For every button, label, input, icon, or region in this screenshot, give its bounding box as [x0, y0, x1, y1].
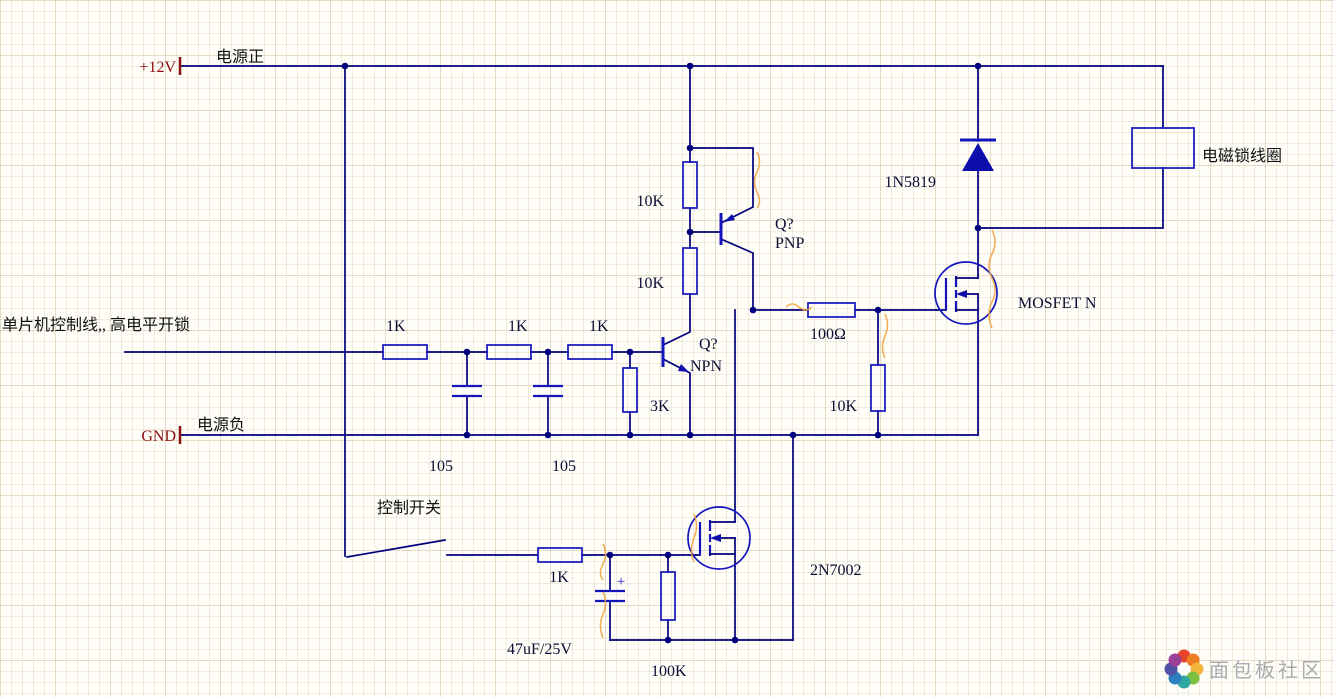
label-r-gate: 100Ω [810, 326, 846, 343]
npn-emitter-wire [661, 357, 691, 436]
label-r-bias-upper: 10K [636, 193, 664, 210]
capacitor-c-timer [595, 589, 625, 603]
label-mosfet-main: MOSFET N [1018, 295, 1097, 312]
vcc-net-label: 电源正 [216, 48, 264, 66]
resistor-r-in3 [567, 344, 613, 360]
npn-collector-wire [661, 293, 691, 347]
main-mosfet-body-arrow [956, 290, 967, 298]
label-c-in2: 105 [552, 458, 576, 475]
capacitor-c-in2 [533, 384, 563, 398]
main-mosfet [934, 261, 998, 325]
resistor-r-gate [807, 302, 856, 318]
c-timer-polarity-mark: + [617, 574, 625, 590]
label-r-gate-pull: 10K [829, 398, 857, 415]
label-npn-type: NPN [690, 358, 722, 375]
capacitor-c-in1 [452, 384, 482, 398]
label-r-in3: 1K [589, 318, 609, 335]
gnd-net-label: 电源负 [197, 416, 245, 434]
resistor-r-in1 [382, 344, 428, 360]
coil-bottom-wire [977, 167, 1164, 229]
coil-note: 电磁锁线圈 [1202, 147, 1282, 165]
label-r-in1: 1K [386, 318, 406, 335]
resistor-r-switch [537, 547, 583, 563]
watermark-text: 面包板社区 [1209, 659, 1324, 682]
label-r-bias-lower: 10K [636, 275, 664, 292]
resistor-r-npn-base [622, 367, 638, 413]
junction-dots [341, 62, 982, 644]
pnp-collector-wire [719, 237, 754, 311]
resistor-r-bias-lower [682, 247, 698, 295]
resistors [382, 161, 886, 621]
control-line-note: 单片机控制线,, 高电平开锁 [2, 316, 190, 334]
label-npn-ref: Q? [699, 336, 718, 353]
watermark-logo [1164, 649, 1204, 689]
resistor-r-bias-upper [682, 161, 698, 209]
resistor-r-in2 [486, 344, 532, 360]
label-c-timer: 47uF/25V [507, 641, 572, 658]
aux-mosfet-body-arrow [710, 534, 721, 542]
pnp-transistor [719, 213, 735, 245]
label-r-switch: 1K [549, 569, 569, 586]
wires [124, 65, 1164, 641]
gnd-label: GND [141, 428, 176, 445]
label-pnp-ref: Q? [775, 216, 794, 233]
label-r-timer: 100K [651, 663, 687, 680]
npn-emitter-arrow [678, 364, 689, 372]
label-r-in2: 1K [508, 318, 528, 335]
vcc-label: +12V [139, 59, 176, 76]
npn-transistor [661, 337, 689, 372]
label-mosfet-aux: 2N7002 [810, 562, 862, 579]
label-c-in1: 105 [429, 458, 453, 475]
switch-blade [346, 539, 446, 558]
flyback-diode [960, 138, 996, 171]
control-switch-note: 控制开关 [377, 499, 441, 517]
aux-mosfet [687, 506, 751, 570]
label-diode: 1N5819 [884, 174, 936, 191]
net-highlight-squiggles [599, 151, 996, 639]
resistor-r-gate-pull [870, 364, 886, 412]
label-r-npn-base: 3K [650, 398, 670, 415]
label-pnp-type: PNP [775, 235, 804, 252]
resistor-r-timer [660, 571, 676, 621]
lock-coil [1131, 127, 1195, 169]
pnp-emitter-wire [689, 147, 754, 225]
pnp-emitter-arrow [724, 214, 735, 222]
